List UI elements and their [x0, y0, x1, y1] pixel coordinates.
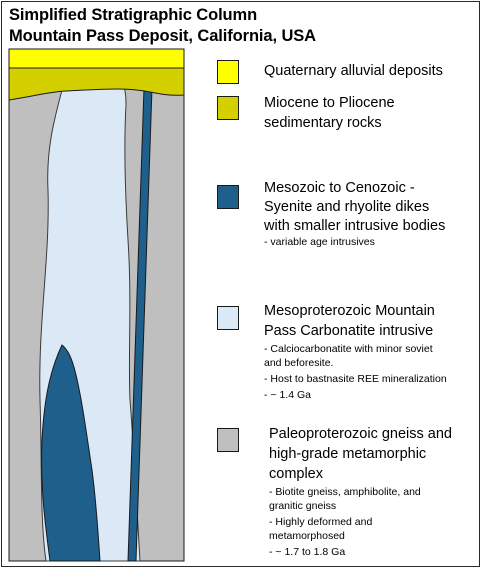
legend-note-carbonatite-1: - Calciocarbonatite with minor soviet — [264, 343, 433, 355]
legend-label-dikes-1: Mesozoic to Cenozoic - — [264, 180, 415, 196]
swatch-carbonatite — [217, 306, 239, 330]
swatch-dikes — [217, 185, 239, 209]
intrusive-body — [41, 344, 101, 562]
swatch-gneiss — [217, 428, 239, 452]
legend-note-carbonatite-4: - ~ 1.4 Ga — [264, 389, 311, 401]
legend-note-gneiss-3: - Highly deformed and — [269, 516, 373, 528]
swatch-miocene — [217, 96, 239, 120]
title-line-1: Simplified Stratigraphic Column — [9, 6, 258, 24]
legend-label-gneiss-3: complex — [269, 466, 323, 482]
miocene-unit — [8, 67, 185, 101]
legend-label-miocene-1: Miocene to Pliocene — [264, 95, 395, 111]
legend-label-carbonatite-2: Pass Carbonatite intrusive — [264, 323, 434, 339]
legend-label-quaternary: Quaternary alluvial deposits — [264, 63, 443, 79]
legend-label-miocene-2: sedimentary rocks — [264, 115, 382, 131]
diagram-title: Simplified Stratigraphic Column Mountain… — [9, 5, 316, 47]
legend-note-gneiss-5: - ~ 1.7 to 1.8 Ga — [269, 546, 346, 558]
legend-note-dikes-1: - variable age intrusives — [264, 236, 375, 248]
legend-note-gneiss-2: granitic gneiss — [269, 500, 337, 512]
legend-label-dikes-3: with smaller intrusive bodies — [264, 218, 446, 234]
legend-note-gneiss-4: metamorphosed — [269, 530, 345, 542]
quaternary-unit — [8, 48, 185, 69]
legend-label-gneiss-1: Paleoproterozoic gneiss and — [269, 426, 452, 442]
legend-note-carbonatite-2: and beforesite. — [264, 357, 334, 369]
legend-note-gneiss-1: - Biotite gneiss, amphibolite, and — [269, 486, 421, 498]
legend-label-dikes-2: Syenite and rhyolite dikes — [264, 199, 430, 215]
title-line-2: Mountain Pass Deposit, California, USA — [9, 27, 316, 45]
legend-note-carbonatite-3: - Host to bastnasite REE mineralization — [264, 373, 447, 385]
legend-label-carbonatite-1: Mesoproterozoic Mountain — [264, 303, 435, 319]
legend-label-gneiss-2: high-grade metamorphic — [269, 446, 427, 462]
swatch-quaternary — [217, 60, 239, 84]
